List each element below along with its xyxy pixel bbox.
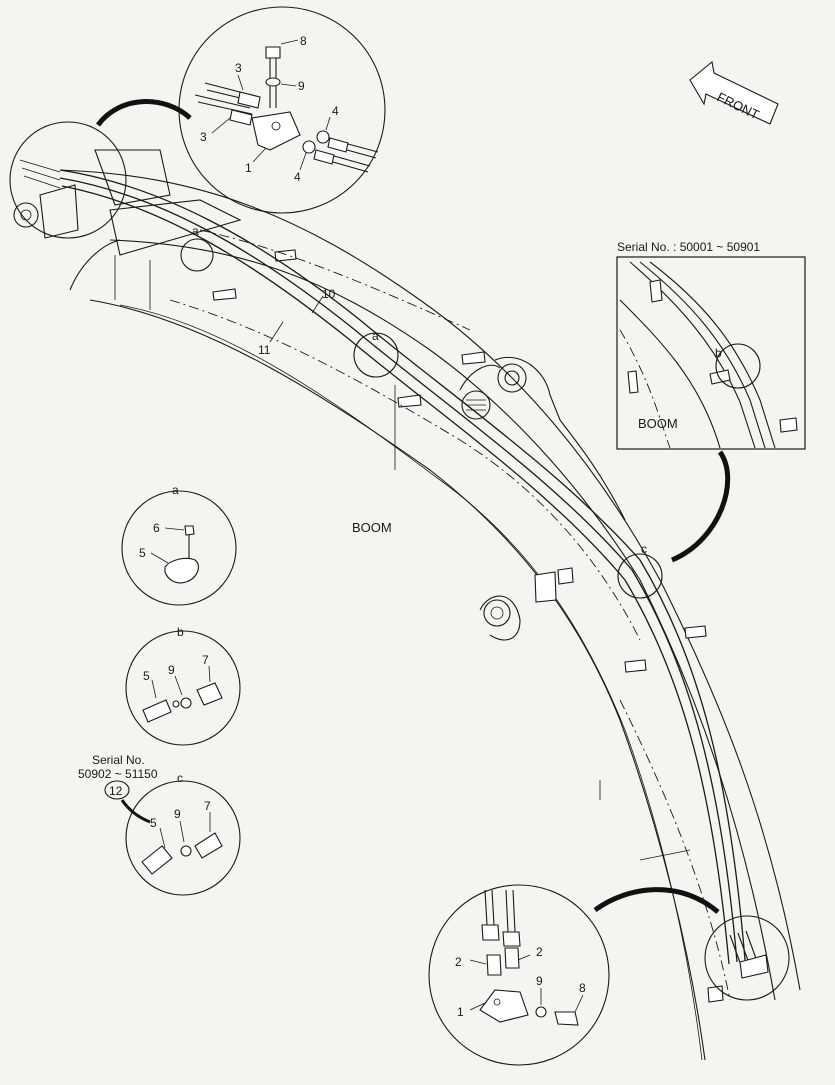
- detail-view-b: b: [125, 625, 241, 746]
- part-number-1: 1: [457, 1005, 464, 1019]
- front-direction-arrow: FRONT: [689, 60, 779, 125]
- part-number-5: 5: [143, 669, 150, 683]
- part-number-4: 4: [294, 170, 301, 184]
- view-label-c: c: [641, 542, 647, 556]
- detail-c-title: c: [177, 771, 183, 785]
- part-number-10: 10: [322, 287, 336, 301]
- detail-view-c: Serial No. 50902 ~ 51150 12 c: [78, 753, 241, 896]
- boom-label: BOOM: [352, 520, 392, 535]
- inset-serial-range: Serial No. : 50001 ~ 50901 b BOOM: [616, 240, 806, 450]
- serial-range-label: Serial No. : 50001 ~ 50901: [617, 240, 760, 254]
- clamp-callout-a-lower: a: [353, 329, 399, 378]
- part-number-4: 4: [332, 104, 339, 118]
- part-number-2: 2: [455, 955, 462, 969]
- detail-view-a: a: [121, 483, 237, 606]
- clamp-callout-a-upper: a: [180, 224, 214, 272]
- part-number-8: 8: [300, 34, 307, 48]
- part-number-5: 5: [139, 546, 146, 560]
- view-label-b: b: [715, 346, 722, 360]
- part-number-7: 7: [204, 799, 211, 813]
- inset-boom-label: BOOM: [638, 416, 678, 431]
- part-number-9: 9: [168, 663, 175, 677]
- detail-boom-head-circle: [9, 121, 127, 239]
- serial-label-line1: Serial No.: [92, 753, 145, 767]
- part-number-6: 6: [153, 521, 160, 535]
- view-label-a: a: [192, 224, 199, 238]
- detail-a-title: a: [172, 483, 179, 497]
- serial-ref-number: 12: [109, 784, 123, 798]
- part-number-3: 3: [235, 61, 242, 75]
- leader-arrow: [671, 450, 731, 563]
- part-number-3: 3: [200, 130, 207, 144]
- detail-boom-foot-circle: [704, 915, 790, 1001]
- detail-b-title: b: [177, 625, 184, 639]
- part-number-5: 5: [150, 816, 157, 830]
- leader-arrow: [95, 99, 192, 127]
- clamp-callout-c: c: [617, 542, 663, 599]
- detail-fitting-circle-lower: [428, 884, 610, 1066]
- hydraulic-hoses: [59, 169, 746, 965]
- part-number-11: 11: [258, 343, 271, 357]
- part-number-9: 9: [536, 974, 543, 988]
- boom-body: [59, 149, 801, 1061]
- view-label-a: a: [372, 329, 379, 343]
- part-number-9: 9: [298, 79, 305, 93]
- leader-arrow: [593, 887, 720, 914]
- detail-fitting-circle: [178, 6, 386, 214]
- part-number-2: 2: [536, 945, 543, 959]
- part-number-9: 9: [174, 807, 181, 821]
- part-number-7: 7: [202, 653, 209, 667]
- part-number-8: 8: [579, 981, 586, 995]
- serial-label-line2: 50902 ~ 51150: [78, 767, 158, 781]
- part-number-1: 1: [245, 161, 252, 175]
